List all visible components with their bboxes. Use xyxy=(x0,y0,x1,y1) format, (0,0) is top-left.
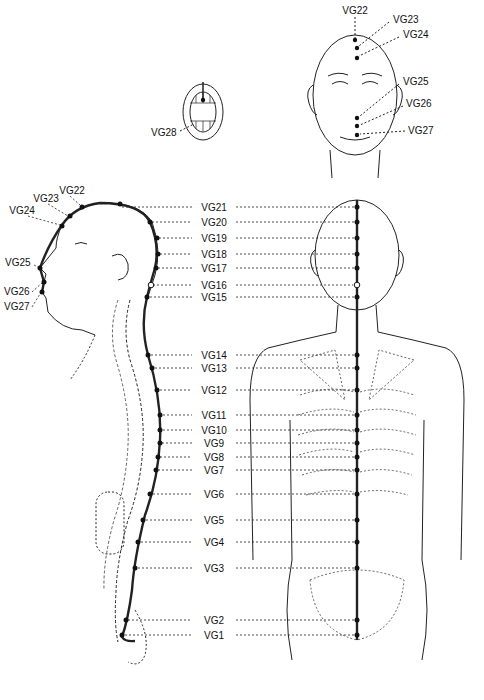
acupoints xyxy=(38,38,360,638)
point-label: VG8 xyxy=(203,452,225,463)
arm-outline xyxy=(96,492,124,554)
point-label: VG17 xyxy=(200,263,228,274)
point-label: VG23 xyxy=(392,14,420,25)
point-label: VG19 xyxy=(200,233,228,244)
point-label: VG28 xyxy=(150,127,178,138)
point-label: VG23 xyxy=(32,193,60,204)
brows xyxy=(328,73,382,76)
point-label: VG4 xyxy=(203,537,225,548)
point-label: VG13 xyxy=(200,363,228,374)
point-label: VG14 xyxy=(200,350,228,361)
point-label: VG6 xyxy=(203,489,225,500)
point-label: VG16 xyxy=(200,280,228,291)
point-label: VG2 xyxy=(203,615,225,626)
point-label: VG25 xyxy=(402,76,430,87)
leader-lines xyxy=(355,17,405,134)
point-label: VG27 xyxy=(3,301,31,312)
head-profile xyxy=(40,203,158,335)
point-label: VG24 xyxy=(8,205,36,216)
point-label: VG25 xyxy=(4,257,32,268)
teeth xyxy=(190,92,216,132)
eyes xyxy=(332,82,378,85)
point-label: VG11 xyxy=(201,410,228,421)
point-label: VG27 xyxy=(407,125,435,136)
point-label: VG1 xyxy=(203,630,225,641)
point-label: VG18 xyxy=(200,249,228,260)
meridian-line xyxy=(40,203,160,641)
point-label: VG3 xyxy=(203,563,225,574)
point-label: VG9 xyxy=(203,438,225,449)
point-label: VG26 xyxy=(3,286,31,297)
point-label: VG20 xyxy=(200,217,228,228)
point-label: VG26 xyxy=(405,98,433,109)
face-outline xyxy=(313,35,397,155)
point-label: VG15 xyxy=(200,292,228,303)
point-label: VG22 xyxy=(341,5,369,16)
point-label: VG24 xyxy=(402,29,430,40)
ear xyxy=(112,254,128,280)
point-label: VG21 xyxy=(200,202,228,213)
spine-outline xyxy=(115,300,143,642)
neck xyxy=(330,150,380,178)
leader-lines xyxy=(28,196,355,635)
ear xyxy=(393,85,402,115)
point-label: VG5 xyxy=(203,515,225,526)
eye xyxy=(75,243,87,245)
ear xyxy=(308,85,317,115)
point-label: VG22 xyxy=(58,185,86,196)
point-label: VG12 xyxy=(200,385,228,396)
point-label: VG10 xyxy=(200,425,228,436)
point-label: VG7 xyxy=(203,465,225,476)
mouth xyxy=(340,137,370,140)
